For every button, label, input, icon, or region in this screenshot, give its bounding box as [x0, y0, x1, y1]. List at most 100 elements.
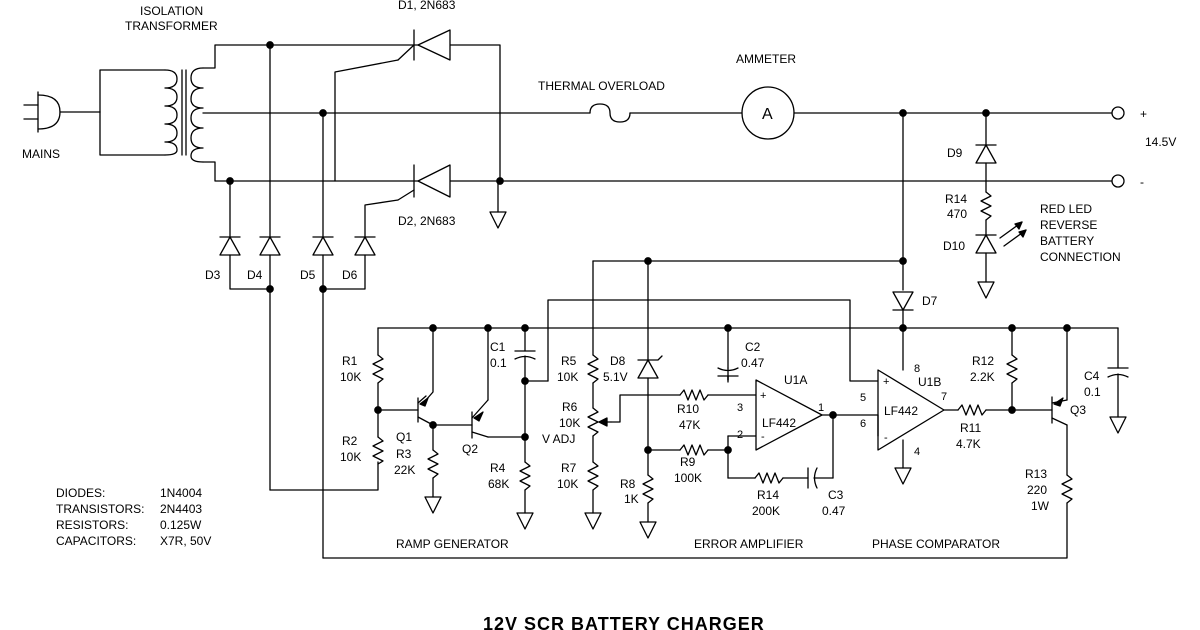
r3-label: R3: [396, 447, 412, 461]
r9-label: R9: [680, 455, 696, 469]
u1a-pin2: 2: [737, 429, 743, 441]
ammeter-symbol: A: [762, 106, 773, 123]
d10-label: D10: [943, 239, 965, 253]
parts-table: DIODES: 1N4004 TRANSISTORS: 2N4403 RESIS…: [56, 486, 211, 548]
parts-item-diodes: DIODES:: [56, 486, 105, 500]
red-led-label-4: CONNECTION: [1040, 250, 1121, 264]
red-led-label-2: REVERSE: [1040, 218, 1097, 232]
scr-d1: [334, 29, 451, 182]
r2-label: R2: [342, 434, 358, 448]
u1b-part: LF442: [884, 404, 918, 418]
r13-label: R13: [1025, 467, 1047, 481]
r10-value: 47K: [679, 418, 700, 432]
c1-value: 0.1: [490, 356, 507, 370]
r5-label: R5: [561, 354, 577, 368]
r4-label: R4: [490, 461, 506, 475]
u1b-pin8: 8: [914, 363, 920, 375]
r14-top-value: 470: [947, 207, 967, 221]
parts-item-resistors: RESISTORS:: [56, 518, 128, 532]
r14-top-label: R14: [945, 192, 967, 206]
r12-value: 2.2K: [970, 370, 995, 384]
d3-label: D3: [205, 268, 221, 282]
q3-label: Q3: [1070, 403, 1086, 417]
c3-value: 0.47: [822, 504, 846, 518]
r9-value: 100K: [674, 471, 702, 485]
r7-value: 10K: [557, 477, 578, 491]
transformer-label-line2: TRANSFORMER: [125, 19, 218, 33]
r8-label: R8: [620, 477, 636, 491]
parts-value-capacitors: X7R, 50V: [160, 534, 211, 548]
r6-note: V ADJ: [542, 432, 575, 446]
c2-label: C2: [745, 340, 761, 354]
isolation-transformer: [164, 44, 591, 182]
d2-label: D2, 2N683: [398, 214, 456, 228]
mains-plug: [23, 69, 166, 156]
r4-value: 68K: [488, 477, 509, 491]
red-led-label-3: BATTERY: [1040, 234, 1094, 248]
r5-value: 10K: [557, 370, 578, 384]
r13-value: 220: [1027, 483, 1047, 497]
u1a-plus: +: [760, 390, 766, 402]
u1b-label: U1B: [918, 375, 941, 389]
d8-value: 5.1V: [603, 370, 628, 384]
rectifier-diodes: [219, 44, 1068, 559]
u1b-pin7: 7: [941, 391, 947, 403]
u1a-part: LF442: [762, 416, 796, 430]
mains-label: MAINS: [22, 147, 60, 161]
phase-comparator: [877, 354, 1129, 504]
scr-d2: [364, 164, 451, 244]
q2-label: Q2: [462, 442, 478, 456]
d8-label: D8: [610, 354, 626, 368]
r11-value: 4.7K: [956, 437, 981, 451]
u1a-minus: -: [761, 431, 765, 443]
plus-terminal-label: +: [1140, 107, 1147, 121]
error-amplifier-label: ERROR AMPLIFIER: [694, 537, 804, 551]
u1b-minus: -: [884, 432, 888, 444]
output-voltage-label: 14.5V: [1145, 135, 1176, 149]
parts-item-capacitors: CAPACITORS:: [56, 534, 136, 548]
reverse-led-branch: [975, 112, 1027, 299]
u1b-pin6: 6: [860, 418, 866, 430]
r2-value: 10K: [340, 450, 361, 464]
u1a-pin3: 3: [737, 402, 743, 414]
output-terminals: [499, 106, 1125, 188]
r12-label: R12: [972, 354, 994, 368]
ammeter: [741, 86, 1113, 140]
r14-label: R14: [757, 488, 779, 502]
r6-label: R6: [562, 400, 578, 414]
u1b-pin4: 4: [914, 446, 920, 458]
thermal-overload-fuse: [589, 103, 743, 123]
ground-symbol: [489, 180, 507, 229]
r6-value: 10K: [559, 416, 580, 430]
u1b-plus: +: [883, 376, 889, 388]
r10-label: R10: [677, 402, 699, 416]
parts-value-transistors: 2N4403: [160, 502, 202, 516]
c3-label: C3: [828, 488, 844, 502]
parts-value-resistors: 0.125W: [160, 518, 202, 532]
u1a-pin1: 1: [818, 402, 824, 414]
u1b-pin5: 5: [860, 392, 866, 404]
c1-label: C1: [490, 340, 506, 354]
r8-value: 1K: [624, 492, 639, 506]
schematic-title: 12V SCR BATTERY CHARGER: [483, 614, 765, 630]
d7-label: D7: [922, 294, 938, 308]
d9-label: D9: [947, 146, 963, 160]
error-amplifier: [584, 260, 879, 539]
q1-label: Q1: [396, 430, 412, 444]
c4-label: C4: [1084, 369, 1100, 383]
red-led-label-1: RED LED: [1040, 202, 1092, 216]
r11-label: R11: [960, 421, 981, 435]
phase-comparator-label: PHASE COMPARATOR: [872, 537, 1000, 551]
d6-label: D6: [342, 268, 358, 282]
c4-value: 0.1: [1084, 385, 1101, 399]
d1-label: D1, 2N683: [398, 0, 456, 12]
transformer-label-line1: ISOLATION: [140, 4, 203, 18]
c2-value: 0.47: [741, 356, 765, 370]
minus-terminal-label: -: [1140, 175, 1144, 189]
d5-label: D5: [300, 268, 316, 282]
d4-label: D4: [247, 268, 263, 282]
parts-value-diodes: 1N4004: [160, 486, 202, 500]
r13-power: 1W: [1031, 499, 1050, 513]
r1-label: R1: [342, 354, 358, 368]
